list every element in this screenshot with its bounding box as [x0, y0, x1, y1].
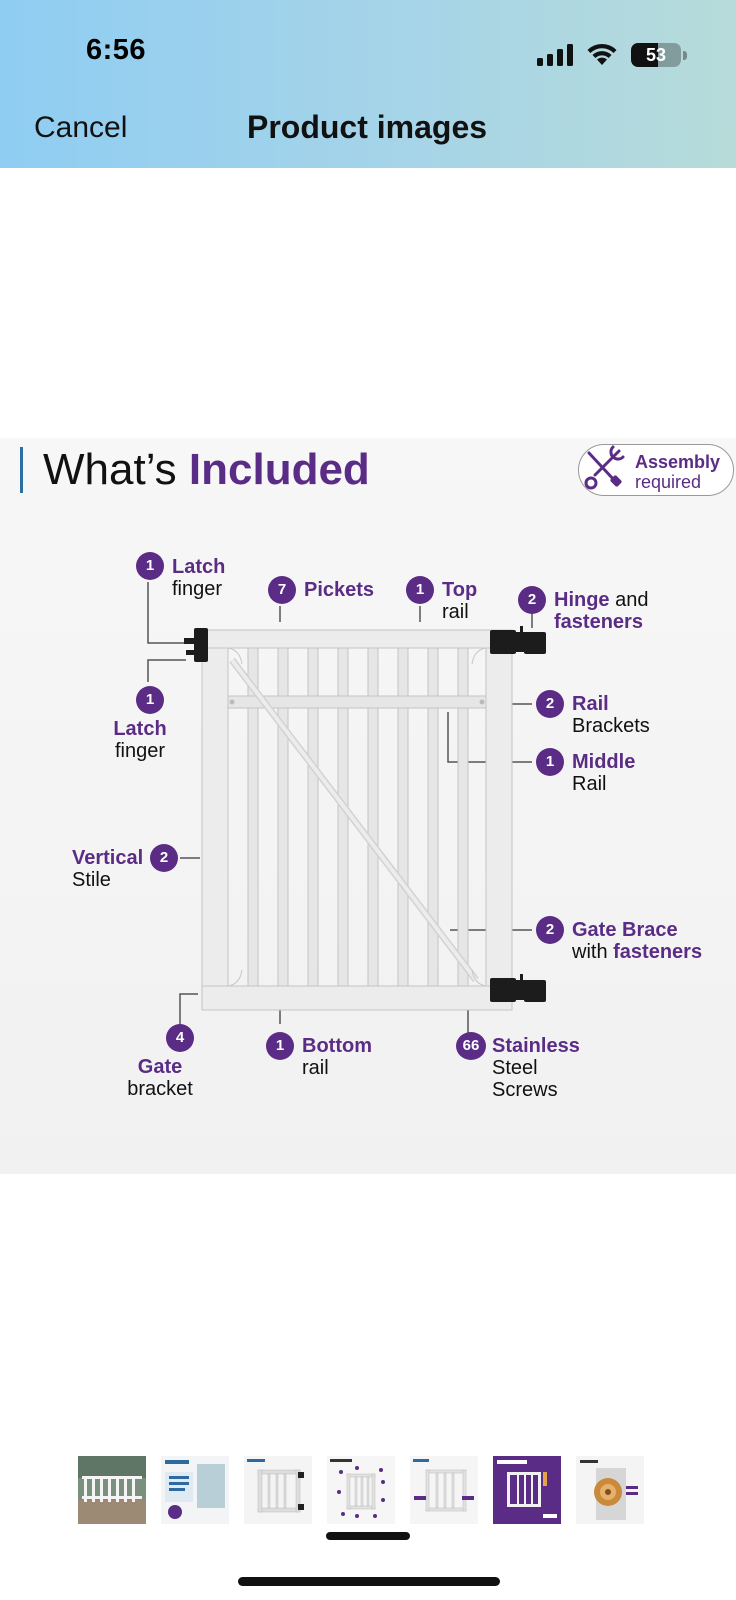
thumbnail-easy-to-install[interactable]	[161, 1456, 229, 1524]
part-qty-badge: 2	[536, 690, 564, 718]
thumbnail-product-dimensions[interactable]	[493, 1456, 561, 1524]
part-label: Pickets	[304, 579, 375, 601]
assembly-required-badge: Assembly required	[578, 444, 734, 496]
tools-icon	[584, 445, 625, 490]
thumbnail-lifestyle-photo[interactable]	[78, 1456, 146, 1524]
infographic-heading: What’s Included	[20, 440, 370, 500]
assembly-line-1: Assembly	[635, 452, 721, 472]
wifi-icon	[587, 43, 617, 65]
thumbnail-image	[410, 1456, 478, 1524]
part-qty-badge: 2	[518, 586, 546, 614]
heading-bold: Included	[188, 445, 370, 494]
thumbnail-image	[576, 1456, 644, 1524]
thumbnail-image	[493, 1456, 561, 1524]
part-qty-badge: 1	[536, 748, 564, 776]
cancel-button[interactable]: Cancel	[34, 111, 128, 144]
thumbnail-image	[161, 1456, 229, 1524]
header-bar: 6:56 53 Cancel Product images	[0, 0, 736, 168]
part-qty-badge: 1	[406, 576, 434, 604]
part-qty-badge: 1	[136, 552, 164, 580]
part-qty-badge: 4	[166, 1024, 194, 1052]
status-time: 6:56	[86, 34, 147, 66]
part-qty-badge: 2	[150, 844, 178, 872]
cellular-signal-icon	[537, 44, 573, 66]
thumbnail-image	[244, 1456, 312, 1524]
battery-icon: 53	[631, 43, 687, 67]
battery-level: 53	[645, 45, 667, 65]
part-qty-badge: 66	[456, 1032, 486, 1060]
home-indicator[interactable]	[238, 1577, 500, 1586]
thumbnail-care-pad[interactable]	[410, 1456, 478, 1524]
part-qty-badge: 1	[136, 686, 164, 714]
part-qty-badge: 2	[536, 916, 564, 944]
heading-accent-bar	[20, 447, 23, 493]
assembly-line-2: required	[635, 472, 702, 492]
part-qty-badge: 7	[268, 576, 296, 604]
thumbnail-strip	[78, 1456, 658, 1524]
product-image-main[interactable]: What’s Included Assembly required 1	[0, 438, 736, 1174]
gate-illustration	[147, 582, 546, 1038]
part-qty-badge: 1	[266, 1032, 294, 1060]
heading-plain: What’s	[43, 445, 189, 494]
thumbnail-image	[78, 1456, 146, 1524]
thumbnail-image	[327, 1456, 395, 1524]
thumbnail-patented-part[interactable]	[576, 1456, 644, 1524]
thumbnail-whats-included[interactable]	[327, 1456, 395, 1524]
thumbnail-features[interactable]	[244, 1456, 312, 1524]
selected-thumbnail-indicator	[326, 1532, 410, 1540]
page-title: Product images	[246, 109, 488, 145]
